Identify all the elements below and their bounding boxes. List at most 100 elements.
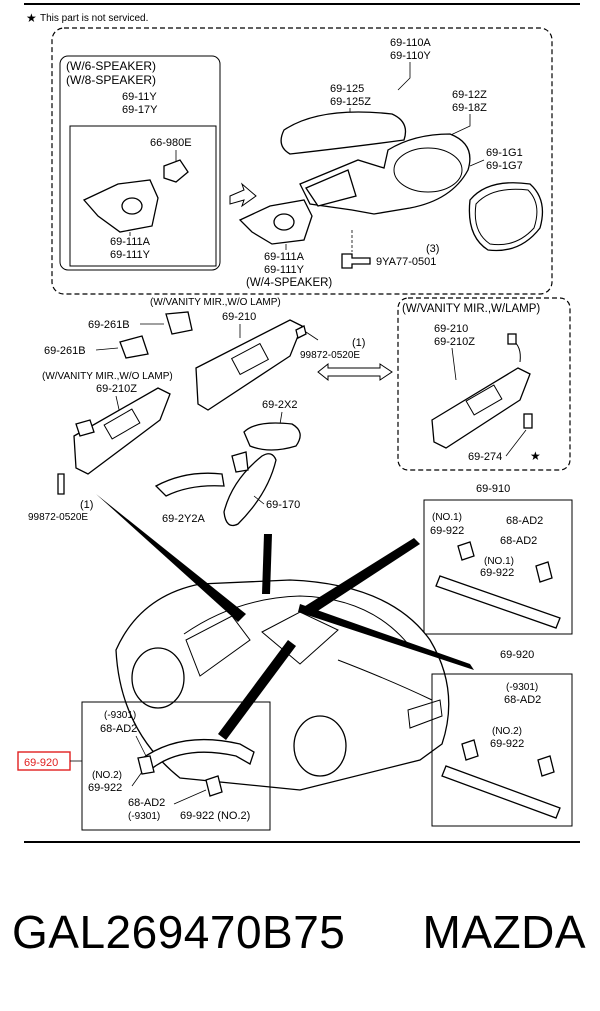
car-wheel-front [131,647,185,709]
label-69-12Z: 69-12Z [452,89,487,101]
vanity-lamp-group-box [397,297,571,471]
callout-wedge-5 [218,640,296,740]
not-serviced-notice: This part is not serviced. [40,13,148,24]
label-69-125Z: 69-125Z [330,96,371,108]
speaker-unit [82,179,159,233]
label-68-AD2-b: 68-AD2 [500,535,537,547]
label-68-AD2-left2: 68-AD2 [128,797,165,809]
star-icon-lamp: ★ [530,449,541,463]
speaker-detail-box [69,125,217,267]
group-w6-speaker: (W/6-SPEAKER) [66,59,156,73]
label-68-AD2-a: 68-AD2 [506,515,543,527]
speaker-cone [121,197,143,215]
label-68-AD2-left: 68-AD2 [100,723,137,735]
sun-visor-lamp [431,367,531,449]
clip-69-261B-a [165,311,193,335]
label-69-11Y: 69-11Y [122,91,157,103]
rear-view-mirror-69-170 [223,453,277,527]
screw-99872-b [57,473,65,495]
label-69-210Z-left: 69-210Z [96,383,137,395]
mirror-bracket [305,169,357,207]
label-69-261B-a: 69-261B [88,319,130,331]
label-1-a: (1) [352,337,365,349]
lamp-bulb-69-274 [523,413,533,429]
label-69-922-b: 69-922 [480,567,514,579]
arrow-icon [229,182,257,208]
clip-69-261B-b [119,335,149,359]
label-69-210-top: 69-210 [222,311,256,323]
speaker-inset-box [59,55,221,271]
car-taillight [407,699,443,729]
label-69-922-a: 69-922 [430,525,464,537]
label-9301-right: (-9301) [506,682,538,693]
assist-grip-920-right [441,765,561,819]
car-window-front [185,615,251,677]
grip-box-910 [423,499,573,635]
part-number: GAL269470B75 [12,906,346,958]
label-66-980E: 66-980E [150,137,192,149]
grip-box-920-right [431,673,573,827]
grip-69-2Y2A [154,472,225,497]
grip-clip-920-l-a [137,755,155,775]
double-arrow-icon [317,362,393,382]
label-69-1G7: 69-1G7 [486,160,523,172]
label-69-274: 69-274 [468,451,502,463]
label-69-2X2: 69-2X2 [262,399,297,411]
label-69-210-right: 69-210 [434,323,468,335]
mirror-glass [468,182,544,252]
grip-clip-910-b [535,561,553,583]
callout-wedge-1 [96,494,246,622]
label-69-920-highlight: 69-920 [24,757,58,769]
footer: GAL269470B75 MAZDA [0,905,600,975]
label-69-920-right: 69-920 [500,649,534,661]
grip-clip-920-r-a [461,739,479,761]
sun-visor-left [73,387,171,475]
label-no1-a: (NO.1) [432,512,462,523]
label-69-1G1: 69-1G1 [486,147,523,159]
screw-9YA77 [341,253,371,269]
label-69-111A-outer: 69-111A [264,251,305,263]
hinge-left [75,419,95,437]
brand-name: MAZDA [422,906,586,958]
label-no2-left: (NO.2) [92,770,122,781]
label-no2-right: (NO.2) [492,726,522,737]
grip-clip-920-l-b [205,775,223,797]
label-69-110A: 69-110A [390,37,431,49]
label-69-922-no2: 69-922 (NO.2) [180,810,250,822]
car-trunk-line [337,659,433,701]
mirror-housing-inner [393,147,463,193]
assist-grip-910 [435,575,561,629]
label-69-210Z-right: 69-210Z [434,336,475,348]
grip-box-920-left [81,701,271,831]
label-69-125: 69-125 [330,83,364,95]
group-vanity-lamp: (W/VANITY MIR.,W/LAMP) [402,303,540,315]
label-69-111Y-inner: 69-111Y [110,249,151,261]
label-69-18Z: 69-18Z [452,102,487,114]
label-9301-left: (-9301) [104,710,136,721]
sun-visor-top [195,319,303,411]
mirror-base-69-2X2 [243,422,301,451]
grip-clip-910-a [457,541,475,561]
car-wheel-rear [293,715,347,777]
label-99872-0520E-a: 99872-0520E [300,350,360,361]
label-69-111Y-outer: 69-111Y [264,264,305,276]
label-69-261B-b: 69-261B [44,345,86,357]
star-icon: ★ [26,11,37,25]
tweeter [163,159,189,183]
label-69-2Y2A: 69-2Y2A [162,513,205,525]
label-1-b: (1) [80,499,93,511]
parts-diagram: ★ This part is not serviced. (W/6-SPEAKE… [17,3,580,843]
label-99872-0520E-b: 99872-0520E [28,512,88,523]
label-69-922-right: 69-922 [490,738,524,750]
label-69-110Y: 69-110Y [390,50,431,62]
label-69-111A-inner: 69-111A [110,236,151,248]
mirror-group-box [51,27,553,295]
label-69-910: 69-910 [476,483,510,495]
mirror-cover [280,111,407,155]
grip-clip-920-r-b [537,755,555,777]
car-roof [183,595,409,645]
group-w4-speaker: (W/4-SPEAKER) [246,277,332,289]
callout-wedge-4 [298,604,474,670]
label-68-AD2-right: 68-AD2 [504,694,541,706]
label-3: (3) [426,243,439,255]
